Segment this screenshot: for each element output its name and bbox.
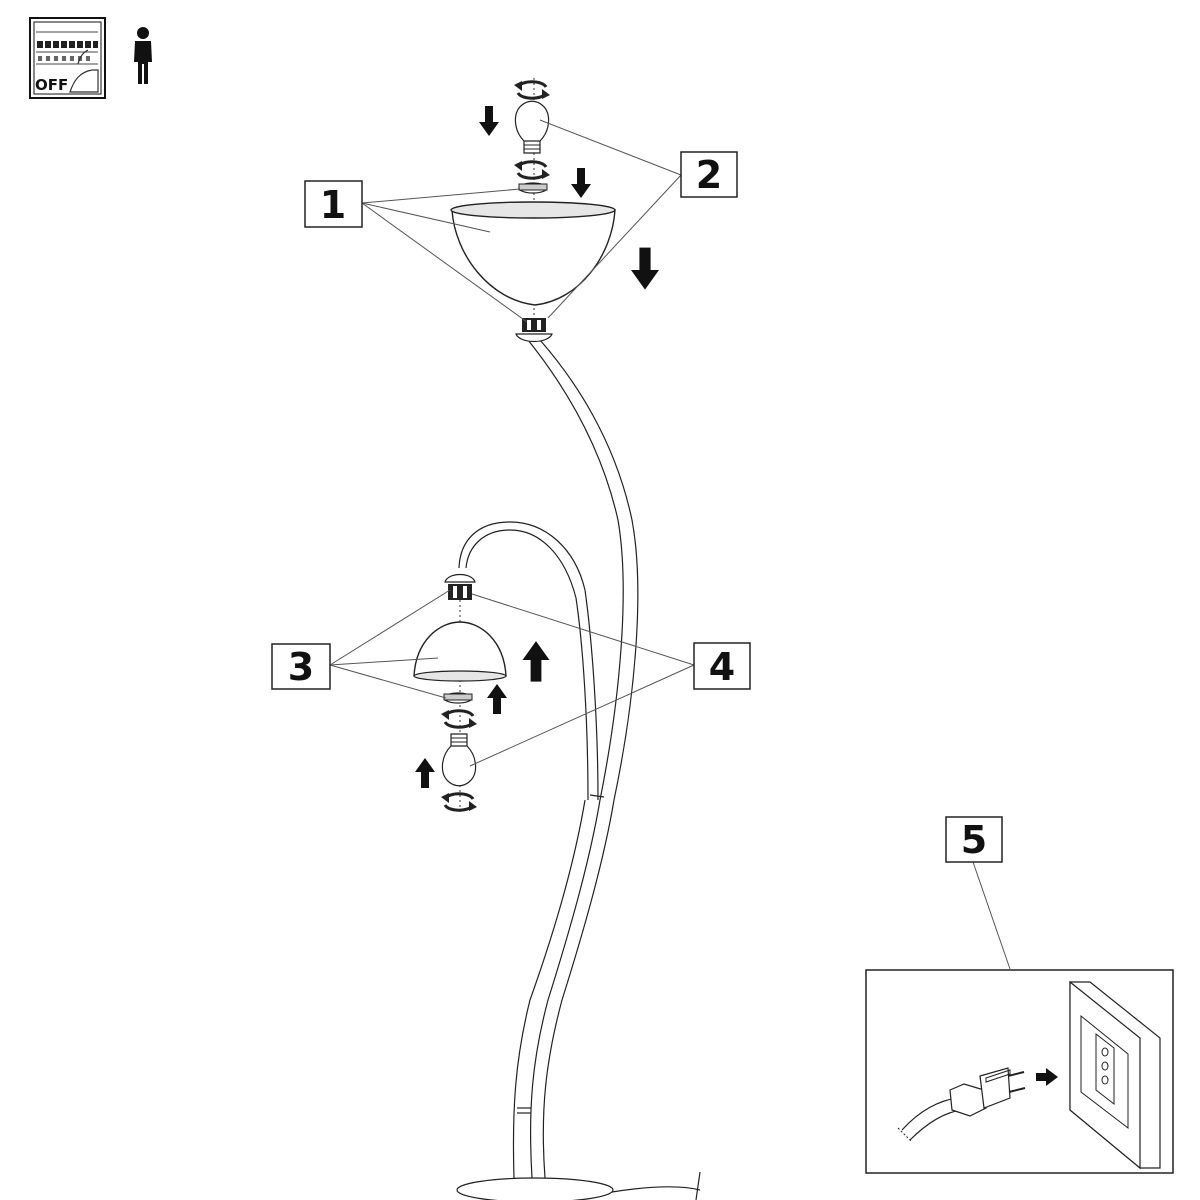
rotate-icon: [512, 159, 552, 181]
rotate-icon: [512, 79, 552, 101]
lamp-stem-lower: [512, 794, 615, 1179]
bulb-icon: [514, 100, 550, 154]
step-number: 1: [320, 183, 346, 227]
step-number: 2: [696, 153, 722, 197]
step-callout-5: 5: [945, 816, 1003, 863]
lamp-stem-upper: [527, 339, 639, 801]
plug-icon: [897, 1067, 1026, 1143]
off-label: OFF: [35, 76, 68, 94]
lock-ring-icon: [518, 182, 548, 194]
reading-arm: [458, 521, 599, 801]
wall-socket-icon: [1069, 980, 1161, 1170]
rotate-icon: [439, 708, 479, 730]
step-number: 4: [709, 645, 735, 689]
bulb-icon: [441, 733, 477, 787]
arrow-up-icon: [522, 641, 550, 682]
rotate-icon: [439, 791, 479, 813]
step-callout-1: 1: [304, 180, 363, 228]
lock-ring-icon: [443, 692, 473, 704]
arrow-down-icon: [631, 247, 659, 290]
upper-bowl-shade: [450, 201, 616, 343]
arrow-up-icon: [487, 684, 507, 714]
person-icon: [134, 27, 152, 84]
plug-in-panel: [865, 969, 1174, 1174]
step-callout-2: 2: [680, 151, 738, 198]
reading-lamp-assembly: [413, 573, 507, 815]
arrow-down-icon: [479, 106, 499, 136]
step-number: 5: [961, 818, 987, 862]
breaker-panel-icon: OFF: [29, 17, 106, 99]
lamp-base: [456, 1171, 701, 1200]
top-bulb-assembly: [479, 78, 591, 322]
arrow-right-icon: [1036, 1068, 1058, 1086]
step-callout-4: 4: [693, 642, 751, 690]
step-callout-3: 3: [271, 643, 331, 690]
arrow-up-icon: [415, 758, 435, 788]
callout-leaders: [329, 119, 1011, 970]
arrow-down-icon: [571, 168, 591, 198]
step-number: 3: [288, 645, 314, 689]
